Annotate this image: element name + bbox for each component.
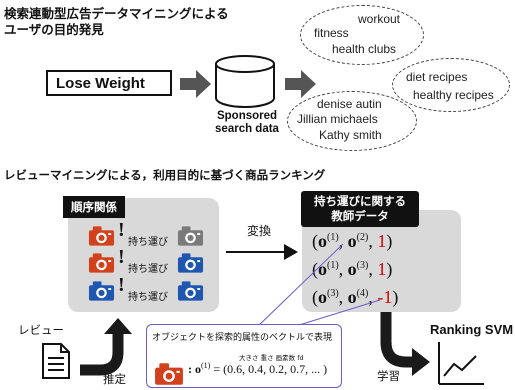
carry-label: 持ち運び: [128, 237, 168, 248]
database-label: Sponsored search data: [215, 110, 279, 135]
camera-icon: [88, 280, 115, 306]
learn-label: 学習: [377, 369, 400, 383]
order-relation-label: 順序関係: [63, 196, 125, 218]
training-pair: (o(3), o(4), -1): [312, 287, 399, 307]
teacher-data-panel: [302, 210, 461, 312]
query-text: Lose Weight: [56, 74, 145, 92]
arrow-right-icon: [180, 70, 211, 98]
keyword-cluster-fitness: [300, 5, 424, 65]
section1-title-line1: 検索連動型広告データマイニングによる: [4, 6, 229, 21]
keyword-health-clubs: health clubs: [332, 42, 397, 56]
carry-label: 持ち運び: [128, 292, 168, 303]
order-pair-row: !持ち運び: [88, 246, 208, 278]
object-vector: : o(1) = (0.6, 0.4, 0.2, 0.7, ... ): [188, 361, 328, 376]
query-box: Lose Weight: [46, 70, 172, 96]
preference-mark: !: [118, 274, 125, 296]
teacher-data-label: 持ち運びに関する 教師データ: [301, 191, 419, 227]
note-title: オブジェクトを探索的属性のベクトルで表現: [152, 333, 333, 343]
keyword-fitness: fitness: [314, 26, 349, 40]
pair-label: -1: [377, 287, 393, 307]
keyword-kathy-smith: Kathy smith: [319, 128, 382, 142]
arrow-right-icon: [285, 70, 316, 98]
camera-icon: [88, 225, 115, 251]
camera-icon: [177, 252, 204, 278]
estimate-label: 推定: [103, 372, 126, 386]
database-icon: [215, 55, 275, 108]
keyword-denise-autin: denise autin: [317, 97, 382, 111]
order-pair-row: !持ち運び: [88, 274, 208, 306]
ranking-chart-icon: [438, 342, 484, 385]
section1-title-line2: ユーザの目的発見: [4, 22, 104, 37]
review-label: レビュー: [18, 323, 64, 337]
preference-mark: !: [118, 219, 125, 241]
preference-mark: !: [118, 246, 125, 268]
keyword-jillian-michaels: Jillian michaels: [297, 112, 378, 126]
arrow-right-icon: [226, 244, 298, 260]
order-pair-row: !持ち運び: [88, 219, 208, 251]
convert-label: 変換: [247, 224, 272, 238]
keyword-workout: workout: [358, 12, 401, 26]
camera-icon: [177, 225, 204, 251]
carry-label: 持ち運び: [128, 264, 168, 275]
section2-title: レビューマイニングによる，利用目的に基づく商品ランキング: [4, 168, 326, 182]
keyword-diet-recipes: diet recipes: [406, 70, 468, 84]
camera-icon: [177, 280, 204, 306]
keyword-cluster-trainers: [287, 91, 417, 151]
pair-label: 1: [377, 231, 387, 251]
attribute-header: 大きさ 重さ 画素数 fd: [239, 354, 304, 362]
document-icon: [42, 343, 70, 379]
keyword-cluster-diet: [392, 58, 510, 112]
training-pair: (o(1), o(2), 1): [312, 231, 393, 251]
training-pair: (o(1), o(3), 1): [312, 259, 393, 279]
pair-label: 1: [377, 259, 387, 279]
arrow-down-right-icon: [380, 312, 430, 376]
arrow-up-icon: [80, 318, 132, 376]
keyword-healthy-recipes: healthy recipes: [413, 88, 494, 102]
ranking-svm-label: Ranking SVM: [430, 322, 514, 337]
camera-icon: [154, 362, 184, 390]
camera-icon: [88, 252, 115, 278]
